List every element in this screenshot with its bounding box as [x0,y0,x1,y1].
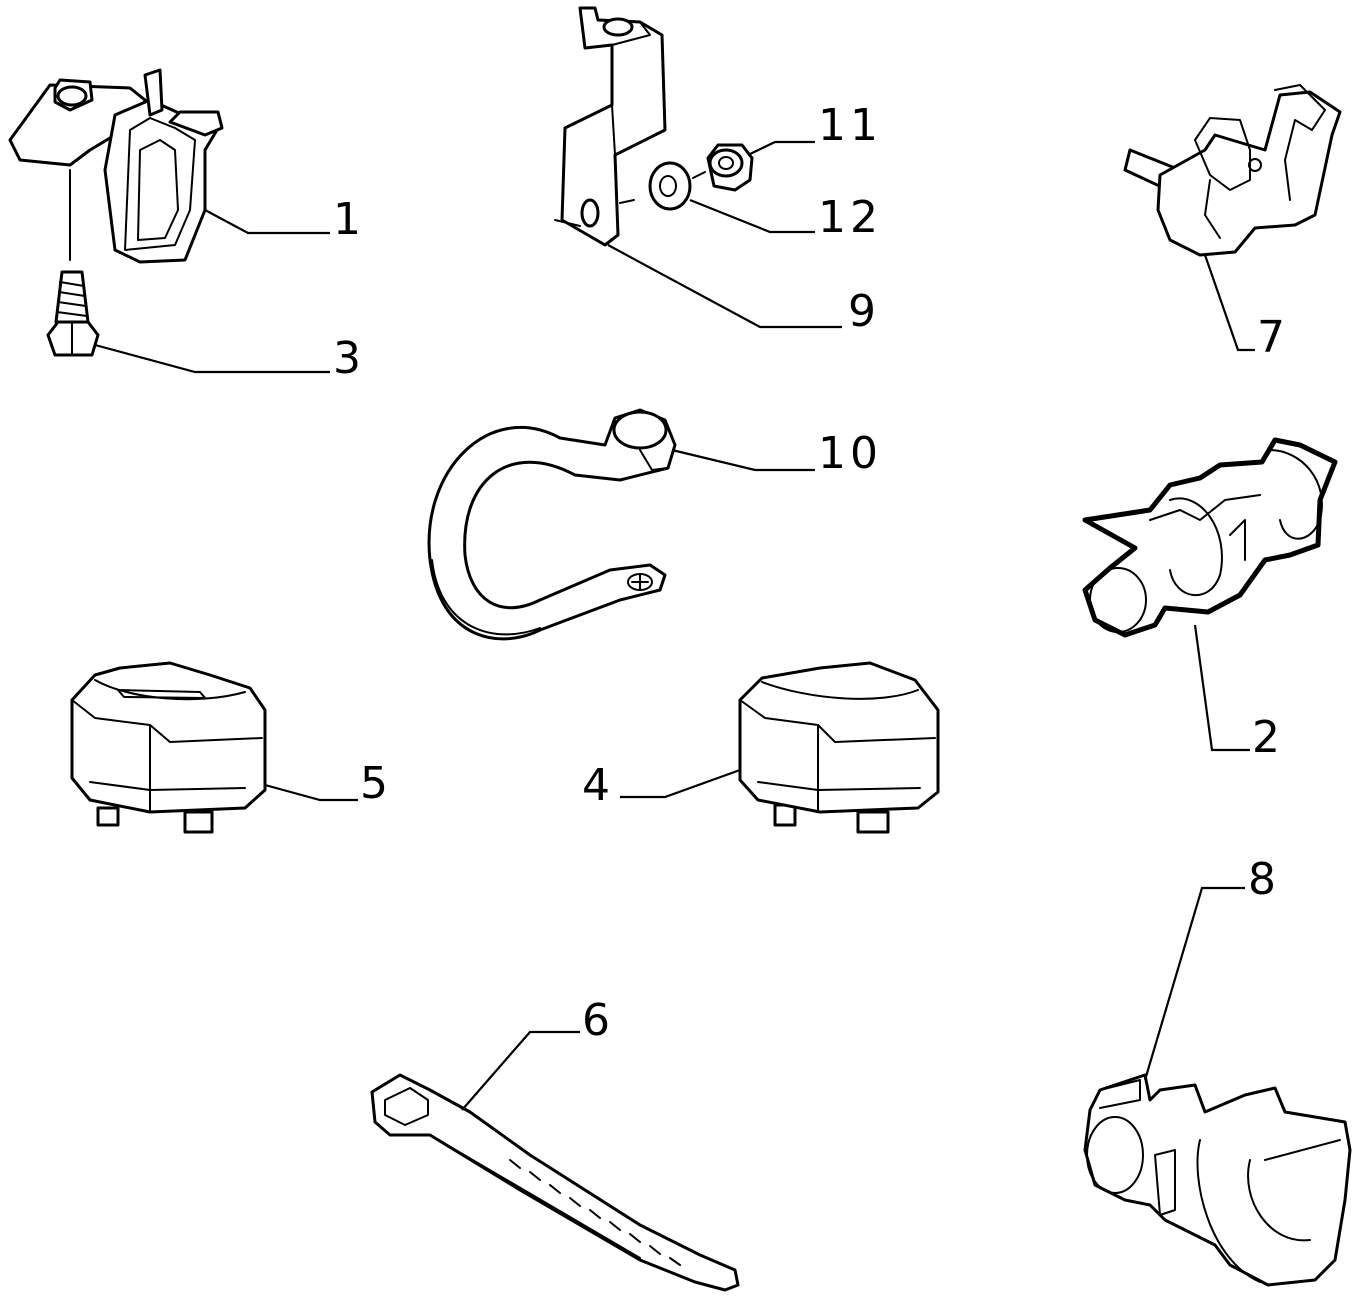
part-7-clip [1123,84,1342,257]
callout-5: 5 [360,758,392,809]
callout-9: 9 [848,286,880,337]
part-4-relay [738,661,940,834]
callout-numbers: 1 2 3 4 5 6 7 8 9 10 11 12 [333,100,1289,1046]
callout-11: 11 [818,100,882,151]
callout-6: 6 [582,995,614,1046]
callout-12: 12 [818,192,882,243]
part-5-relay [70,661,267,834]
part-9-bracket [554,6,667,247]
part-6-cable-tie [370,1073,740,1292]
part-1-bracket [8,68,224,264]
part-11-nut [706,143,754,192]
part-10-clamp [427,408,677,641]
callout-7: 7 [1257,312,1289,363]
leader-lines [94,140,1255,1111]
callout-4: 4 [582,760,614,811]
callout-3: 3 [333,333,365,384]
part-2-clip [1082,437,1338,638]
part-12-washer [648,161,706,211]
callout-2: 2 [1252,712,1284,763]
callout-10: 10 [818,428,882,479]
callout-8: 8 [1248,854,1280,905]
part-3-bolt [46,270,100,357]
callout-1: 1 [333,194,365,245]
part-8-clip [1083,1073,1352,1287]
